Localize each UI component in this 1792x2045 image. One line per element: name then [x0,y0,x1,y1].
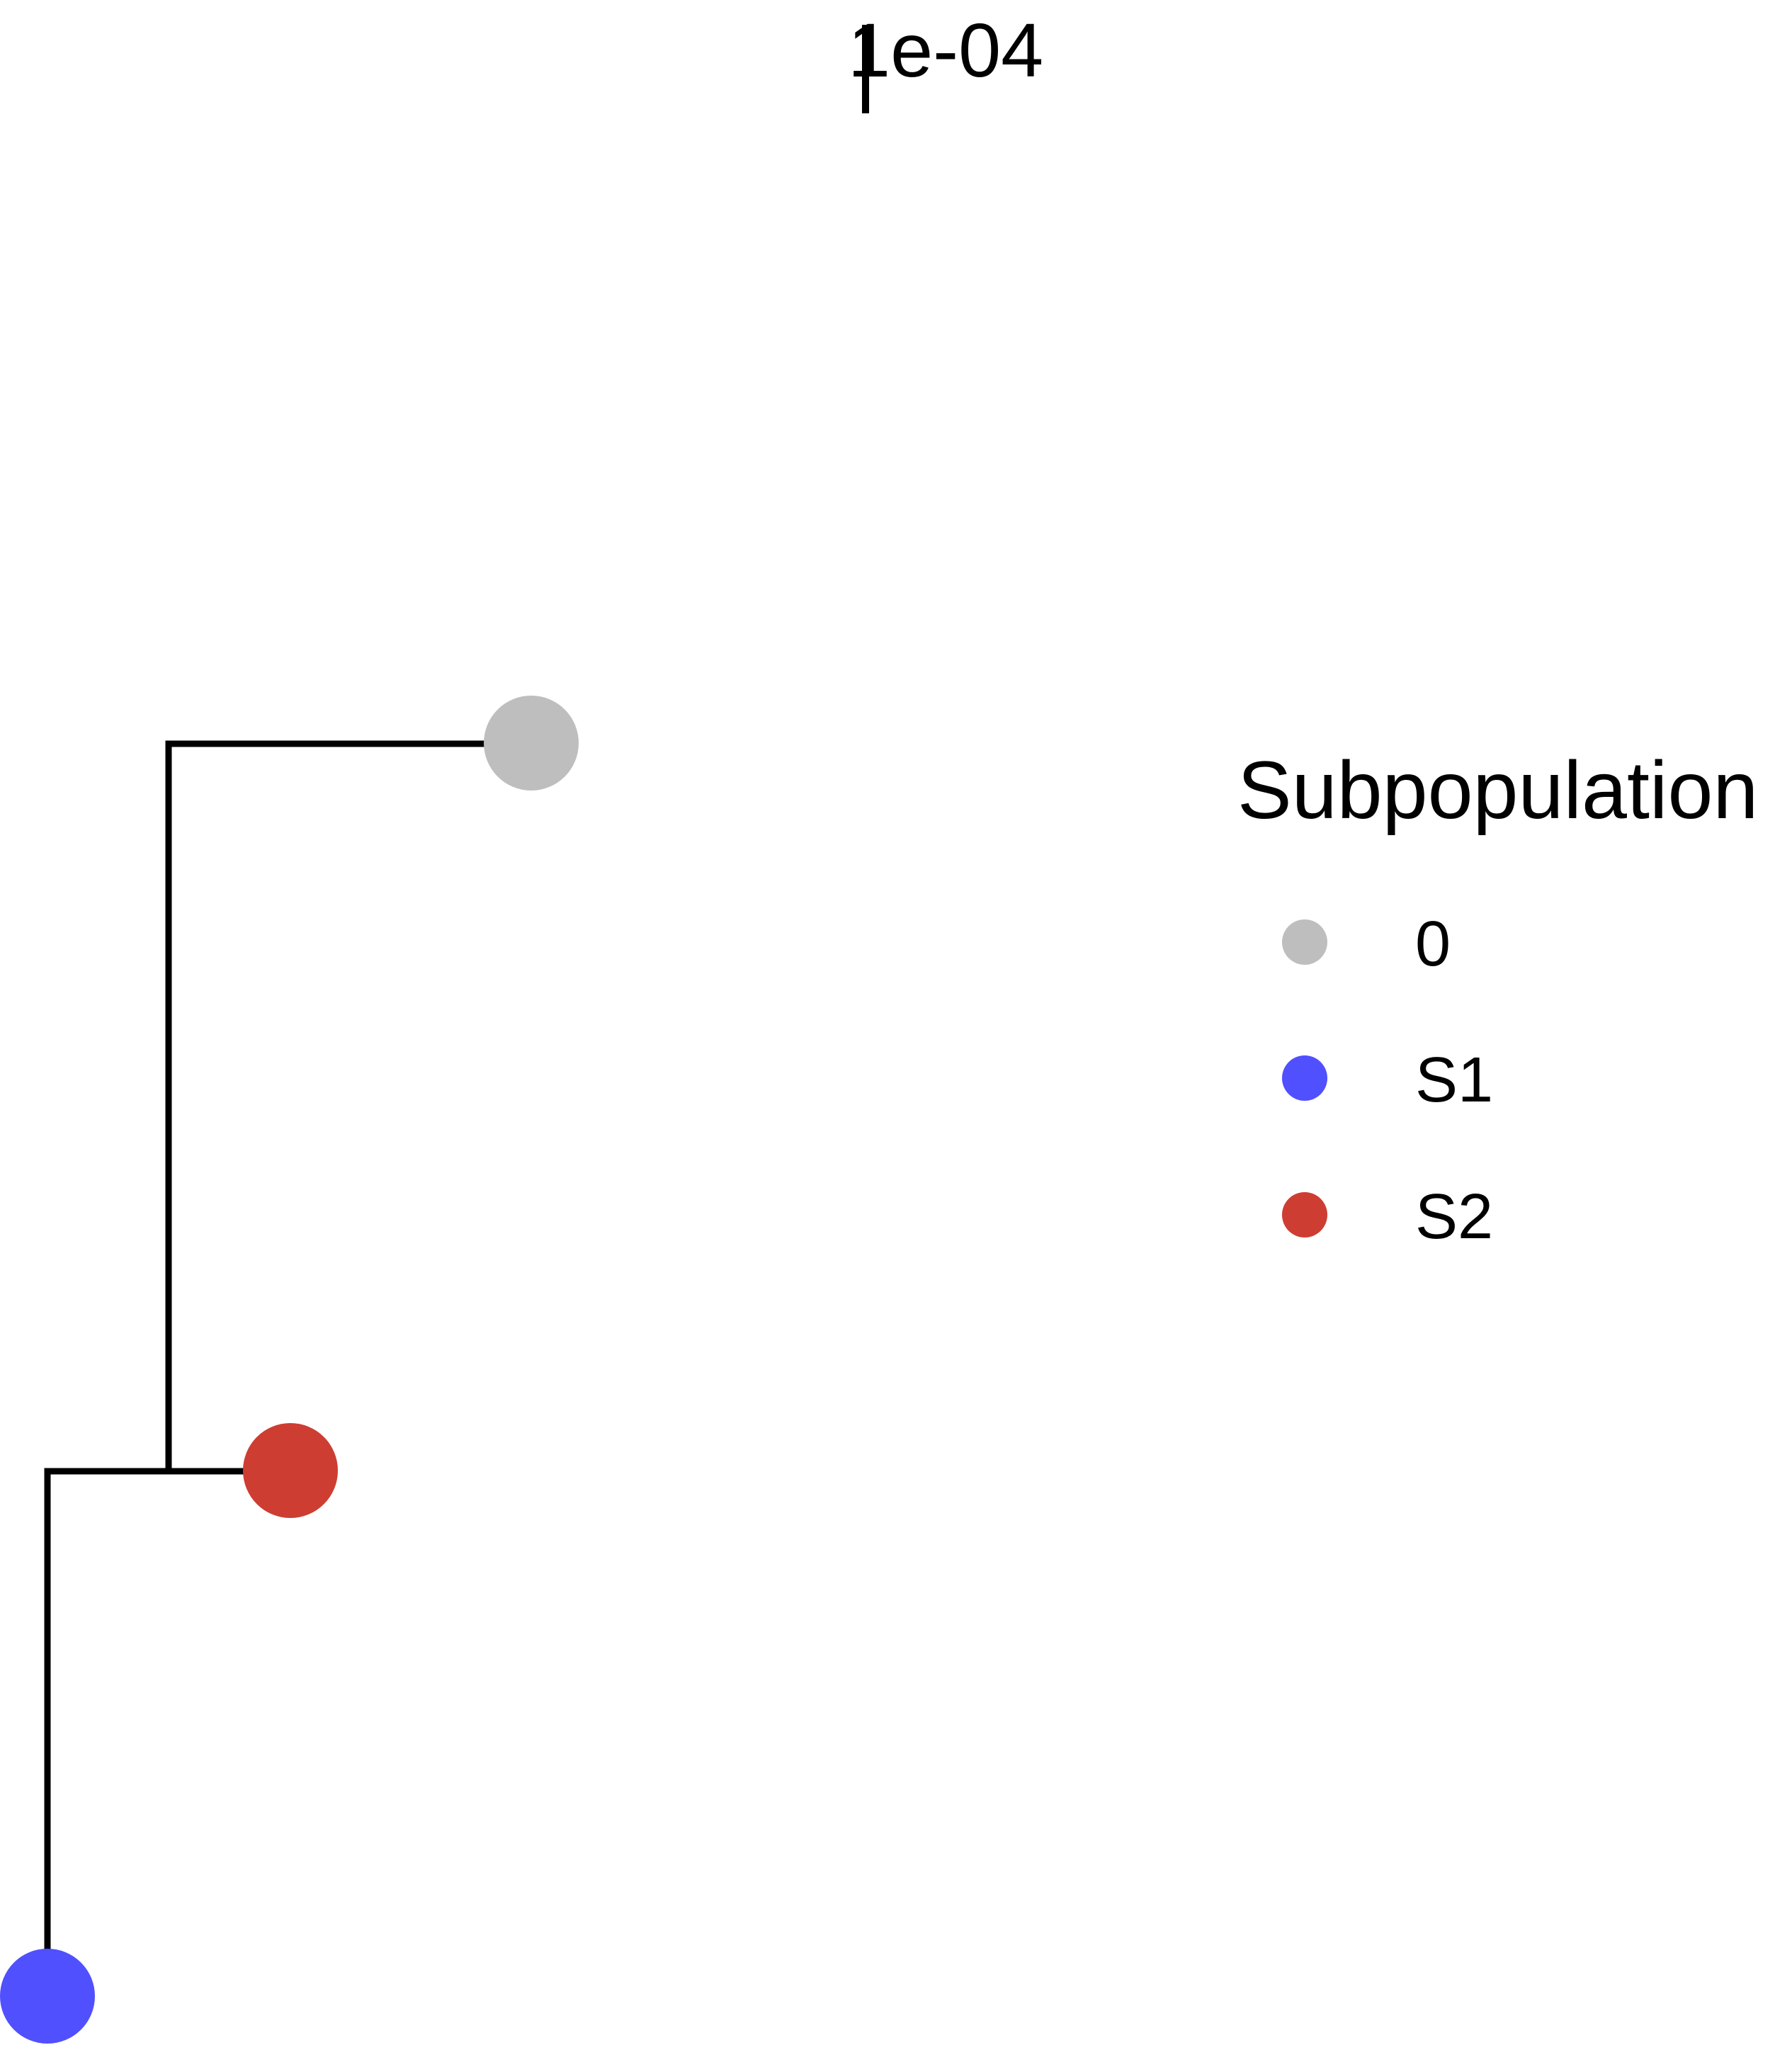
legend-item-s1: S1 [1282,1045,1493,1116]
scale-bar: 1e-04 [848,7,1043,113]
node-0 [484,696,579,791]
tree-branches [44,740,535,2000]
legend-key-s2 [1282,1192,1327,1237]
legend-item-0: 0 [1282,909,1451,980]
tree-nodes [0,696,579,2044]
scale-bar-label: 1e-04 [848,7,1043,93]
legend-title: Subpopulation [1237,745,1758,836]
node-s2 [243,1423,338,1518]
legend-label-s1: S1 [1415,1045,1493,1116]
legend-key-s1 [1282,1055,1327,1101]
legend-label-0: 0 [1415,909,1451,980]
node-s1 [0,1949,95,2044]
legend: Subpopulation 0 S1 S2 [1237,745,1758,1252]
legend-item-s2: S2 [1282,1182,1493,1252]
legend-key-0 [1282,919,1327,965]
legend-label-s2: S2 [1415,1182,1493,1252]
